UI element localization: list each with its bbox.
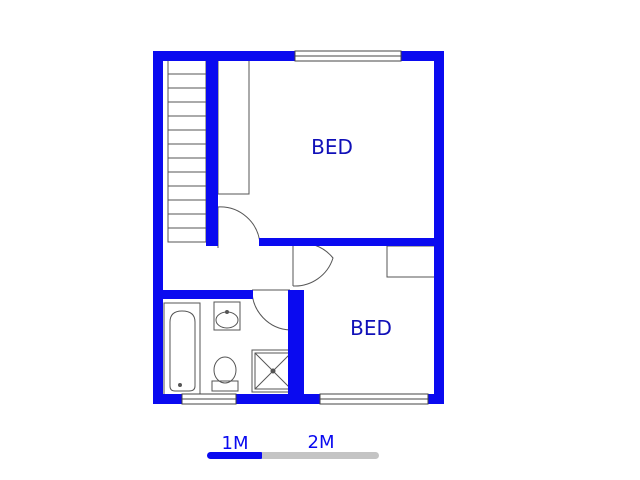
scale-bar: 1M 2M bbox=[207, 432, 379, 459]
staircase bbox=[167, 59, 207, 243]
door-swings bbox=[217, 206, 334, 331]
scale-label-1m: 1M bbox=[222, 433, 249, 454]
bathtub bbox=[163, 302, 201, 396]
room-label-bed-top: BED bbox=[311, 135, 353, 159]
scale-label-2m: 2M bbox=[308, 432, 335, 453]
toilet bbox=[211, 356, 239, 392]
built-in-cupboard bbox=[217, 59, 250, 195]
walls bbox=[153, 51, 444, 404]
windows bbox=[181, 50, 429, 405]
built-in-cupboard-2 bbox=[386, 245, 436, 278]
scale-bar-first-meter bbox=[207, 452, 264, 459]
scale-bar-second-meter bbox=[262, 452, 379, 459]
wash-basin bbox=[213, 301, 241, 331]
room-label-bed-bottom: BED bbox=[350, 316, 392, 340]
shower bbox=[251, 349, 295, 393]
